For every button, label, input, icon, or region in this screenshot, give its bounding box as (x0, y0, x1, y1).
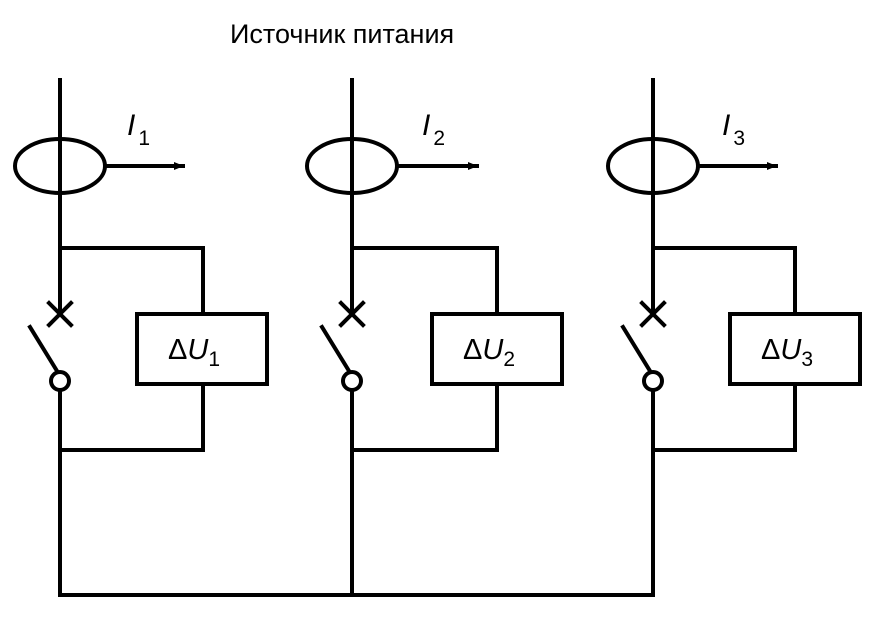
breaker-cross-b (639, 300, 667, 328)
switch-blade (319, 324, 352, 374)
breaker-cross-b (338, 300, 366, 328)
switch-contact (341, 370, 363, 392)
switch-contact (49, 370, 71, 392)
switch-blade (27, 324, 60, 374)
voltage-drop-label: ΔU1 (168, 334, 220, 371)
breaker-cross-b (46, 300, 74, 328)
voltage-drop-box (728, 312, 862, 386)
voltage-drop-label: ΔU3 (761, 334, 813, 371)
voltage-drop-box (430, 312, 564, 386)
voltage-drop-label: ΔU2 (463, 334, 515, 371)
diagram-title: Источник питания (230, 19, 454, 49)
switch-contact (642, 370, 664, 392)
switch-blade (620, 324, 653, 374)
voltage-drop-box (135, 312, 269, 386)
